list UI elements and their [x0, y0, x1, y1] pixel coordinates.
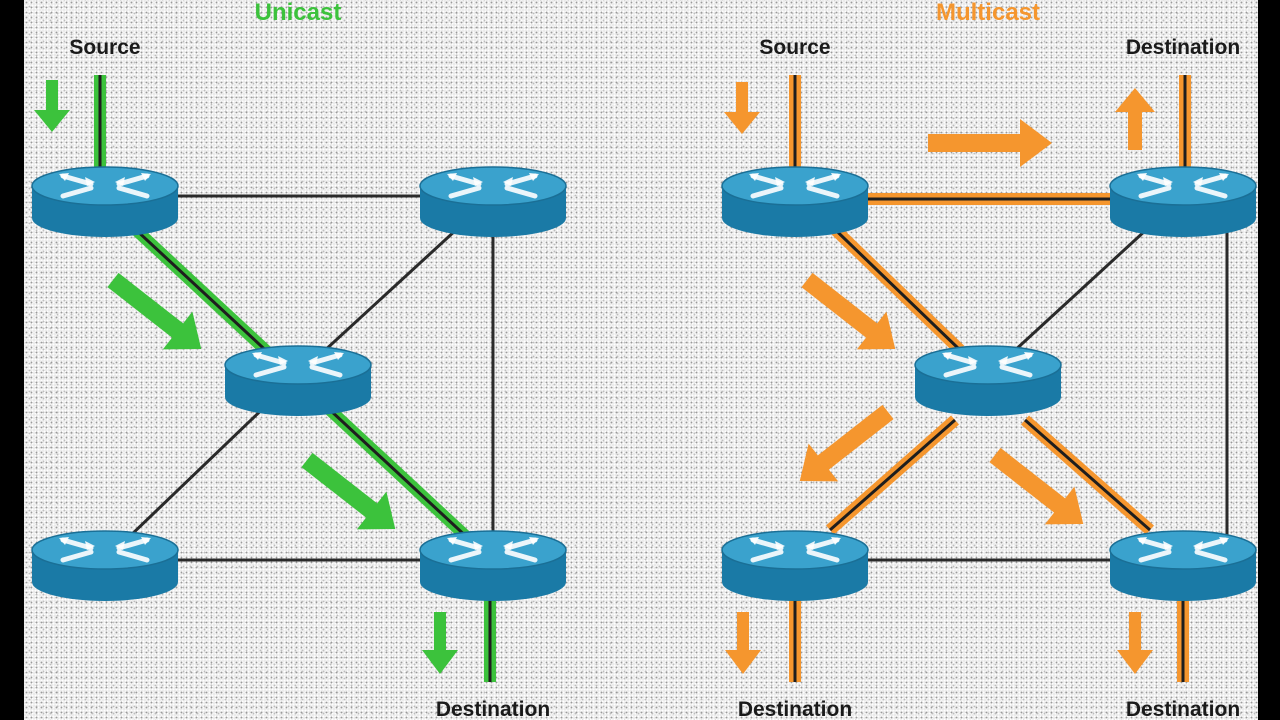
router-icon — [32, 167, 178, 237]
arrow-icon — [989, 447, 1084, 525]
router-icon — [225, 346, 371, 416]
router-icon — [420, 531, 566, 601]
unicast-source-label: Source — [69, 36, 140, 59]
arrow-icon — [1117, 612, 1153, 674]
arrow-icon — [725, 612, 761, 674]
multicast-source-label: Source — [759, 36, 830, 59]
router-icon — [1110, 167, 1256, 237]
arrow-icon — [301, 452, 396, 530]
diagram-canvas: Unicast Source Destination — [24, 0, 1258, 720]
unicast-destination-label: Destination — [436, 698, 550, 720]
arrow-icon — [928, 119, 1052, 167]
arrow-icon — [801, 272, 896, 350]
arrow-icon — [799, 404, 894, 482]
network-diagram: Unicast Source Destination — [24, 0, 1258, 720]
multicast-title: Multicast — [936, 0, 1040, 26]
multicast-paths — [789, 75, 1191, 682]
arrow-icon — [422, 612, 458, 674]
router-icon — [32, 531, 178, 601]
router-icon — [1110, 531, 1256, 601]
multicast-destination-label-top: Destination — [1126, 36, 1240, 59]
multicast-destination-label-bottom-right: Destination — [1126, 698, 1240, 720]
unicast-title: Unicast — [255, 0, 342, 26]
router-icon — [915, 346, 1061, 416]
arrow-icon — [724, 82, 760, 134]
router-icon — [722, 167, 868, 237]
multicast-arrows — [724, 82, 1155, 674]
multicast-destination-label-bottom-left: Destination — [738, 698, 852, 720]
arrow-icon — [34, 80, 70, 132]
router-icon — [420, 167, 566, 237]
unicast-arrows — [34, 80, 458, 674]
arrow-icon — [107, 272, 202, 350]
router-icon — [722, 531, 868, 601]
arrow-icon — [1115, 88, 1155, 150]
